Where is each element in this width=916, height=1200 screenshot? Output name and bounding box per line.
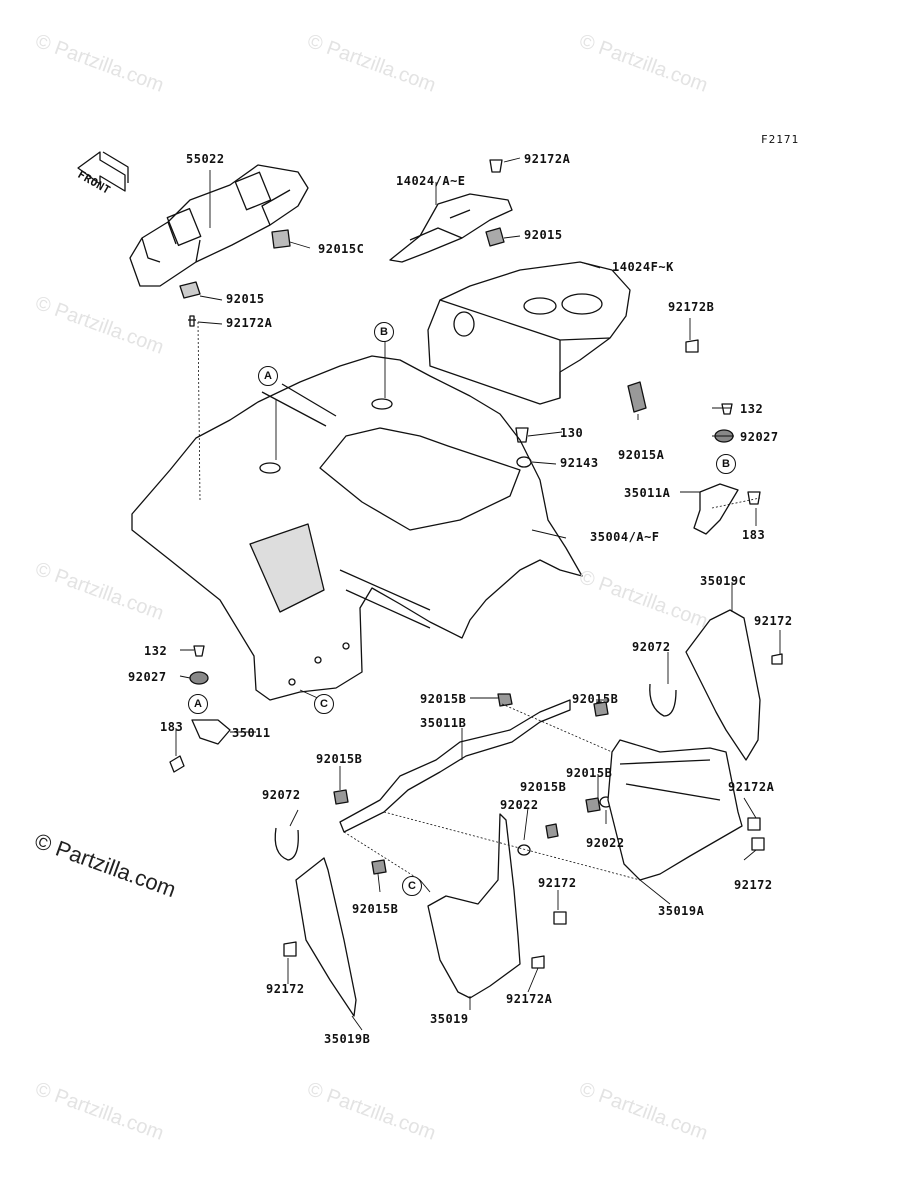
nut-92015b-2 bbox=[593, 701, 609, 717]
part-label: 92072 bbox=[632, 640, 671, 654]
bolt-132-left bbox=[193, 645, 205, 657]
part-label: 35011 bbox=[232, 726, 271, 740]
part-label: 92027 bbox=[740, 430, 779, 444]
grommet-92027-left bbox=[189, 671, 209, 685]
clip-92015c bbox=[271, 229, 291, 249]
part-label: 35019 bbox=[430, 1012, 469, 1026]
bolt-92172-right-low bbox=[751, 837, 765, 851]
nut-92015b-5 bbox=[371, 859, 387, 875]
part-label: 92072 bbox=[262, 788, 301, 802]
part-label: 92172A bbox=[226, 316, 273, 330]
bolt-92172a-top bbox=[489, 159, 503, 173]
flap-35019-part bbox=[427, 813, 521, 999]
clamp-92072-left bbox=[274, 827, 299, 861]
part-label: 14024F~K bbox=[612, 260, 674, 274]
bolt-92172-right-top bbox=[771, 653, 783, 665]
part-label: 35011B bbox=[420, 716, 467, 730]
part-label: 92015B bbox=[316, 752, 363, 766]
bolt-92172a-right bbox=[747, 817, 761, 831]
flap-35019a-part bbox=[607, 739, 743, 881]
stay-35011b-part bbox=[339, 699, 571, 833]
nut-92015b-3 bbox=[333, 789, 349, 805]
part-label: 132 bbox=[740, 402, 764, 416]
flap-35019b-part bbox=[295, 857, 357, 1017]
part-label: 55022 bbox=[186, 152, 225, 166]
part-label: 92022 bbox=[586, 836, 625, 850]
bolt-92172-left bbox=[283, 941, 297, 957]
part-label: 130 bbox=[560, 426, 584, 440]
part-label: 92172B bbox=[668, 300, 715, 314]
part-label: 35019C bbox=[700, 574, 747, 588]
callout-b: B bbox=[716, 454, 736, 474]
bolt-92172-center bbox=[553, 911, 567, 925]
part-label: 92172A bbox=[728, 780, 775, 794]
part-label: 183 bbox=[160, 720, 184, 734]
cover-14024ae-part bbox=[389, 193, 513, 263]
bolt-130 bbox=[515, 427, 529, 443]
part-label: 92015B bbox=[520, 780, 567, 794]
grommet-92143 bbox=[516, 456, 532, 468]
callout-c: C bbox=[314, 694, 334, 714]
part-label: 92172 bbox=[754, 614, 793, 628]
part-label: 35004/A~F bbox=[590, 530, 660, 544]
bolt-183-left bbox=[169, 755, 185, 773]
part-label: 92015C bbox=[318, 242, 365, 256]
part-label: 92015B bbox=[572, 692, 619, 706]
washer-92022-1 bbox=[517, 844, 531, 856]
part-label: 35019A bbox=[658, 904, 705, 918]
bolt-183-right bbox=[747, 491, 761, 505]
bolt-92172b bbox=[685, 339, 699, 353]
callout-c: C bbox=[402, 876, 422, 896]
clip-92015 bbox=[179, 281, 201, 299]
callout-a: A bbox=[258, 366, 278, 386]
part-label: 92015B bbox=[420, 692, 467, 706]
part-label: 92172 bbox=[734, 878, 773, 892]
part-label: 92015B bbox=[566, 766, 613, 780]
part-label: 92172 bbox=[538, 876, 577, 890]
part-label: 92143 bbox=[560, 456, 599, 470]
clamp-92072-right bbox=[649, 683, 677, 717]
bolt-92172a-center bbox=[531, 955, 545, 969]
part-label: 14024/A~E bbox=[396, 174, 466, 188]
part-label: 92015 bbox=[226, 292, 265, 306]
toolbox-cover-part bbox=[427, 261, 631, 405]
bracket-35011a bbox=[693, 483, 739, 535]
part-label: 132 bbox=[144, 644, 168, 658]
part-label: 92172 bbox=[266, 982, 305, 996]
part-label: 92015A bbox=[618, 448, 665, 462]
bracket-35011 bbox=[191, 719, 231, 745]
diagram-code: F2171 bbox=[761, 133, 800, 146]
nut-92015b-1 bbox=[497, 693, 513, 707]
bolt-92172a-left bbox=[188, 315, 196, 327]
nut-92015b-6 bbox=[545, 823, 559, 839]
callout-a: A bbox=[188, 694, 208, 714]
bolt-132-right bbox=[721, 403, 733, 415]
part-label: 92172A bbox=[524, 152, 571, 166]
part-label: 92022 bbox=[500, 798, 539, 812]
callout-b: B bbox=[374, 322, 394, 342]
part-label: 92015 bbox=[524, 228, 563, 242]
flap-35019c-part bbox=[685, 609, 761, 761]
clip-92015a bbox=[627, 381, 647, 413]
part-label: 92027 bbox=[128, 670, 167, 684]
clip-92015-top bbox=[485, 227, 505, 247]
rear-carrier-part bbox=[129, 164, 309, 287]
part-label: 92172A bbox=[506, 992, 553, 1006]
part-label: 183 bbox=[742, 528, 766, 542]
part-label: 35011A bbox=[624, 486, 671, 500]
rear-fender-part bbox=[131, 355, 583, 701]
front-arrow-icon bbox=[77, 151, 129, 192]
part-label: 92015B bbox=[352, 902, 399, 916]
nut-92015b-4 bbox=[585, 797, 601, 813]
part-label: 35019B bbox=[324, 1032, 371, 1046]
